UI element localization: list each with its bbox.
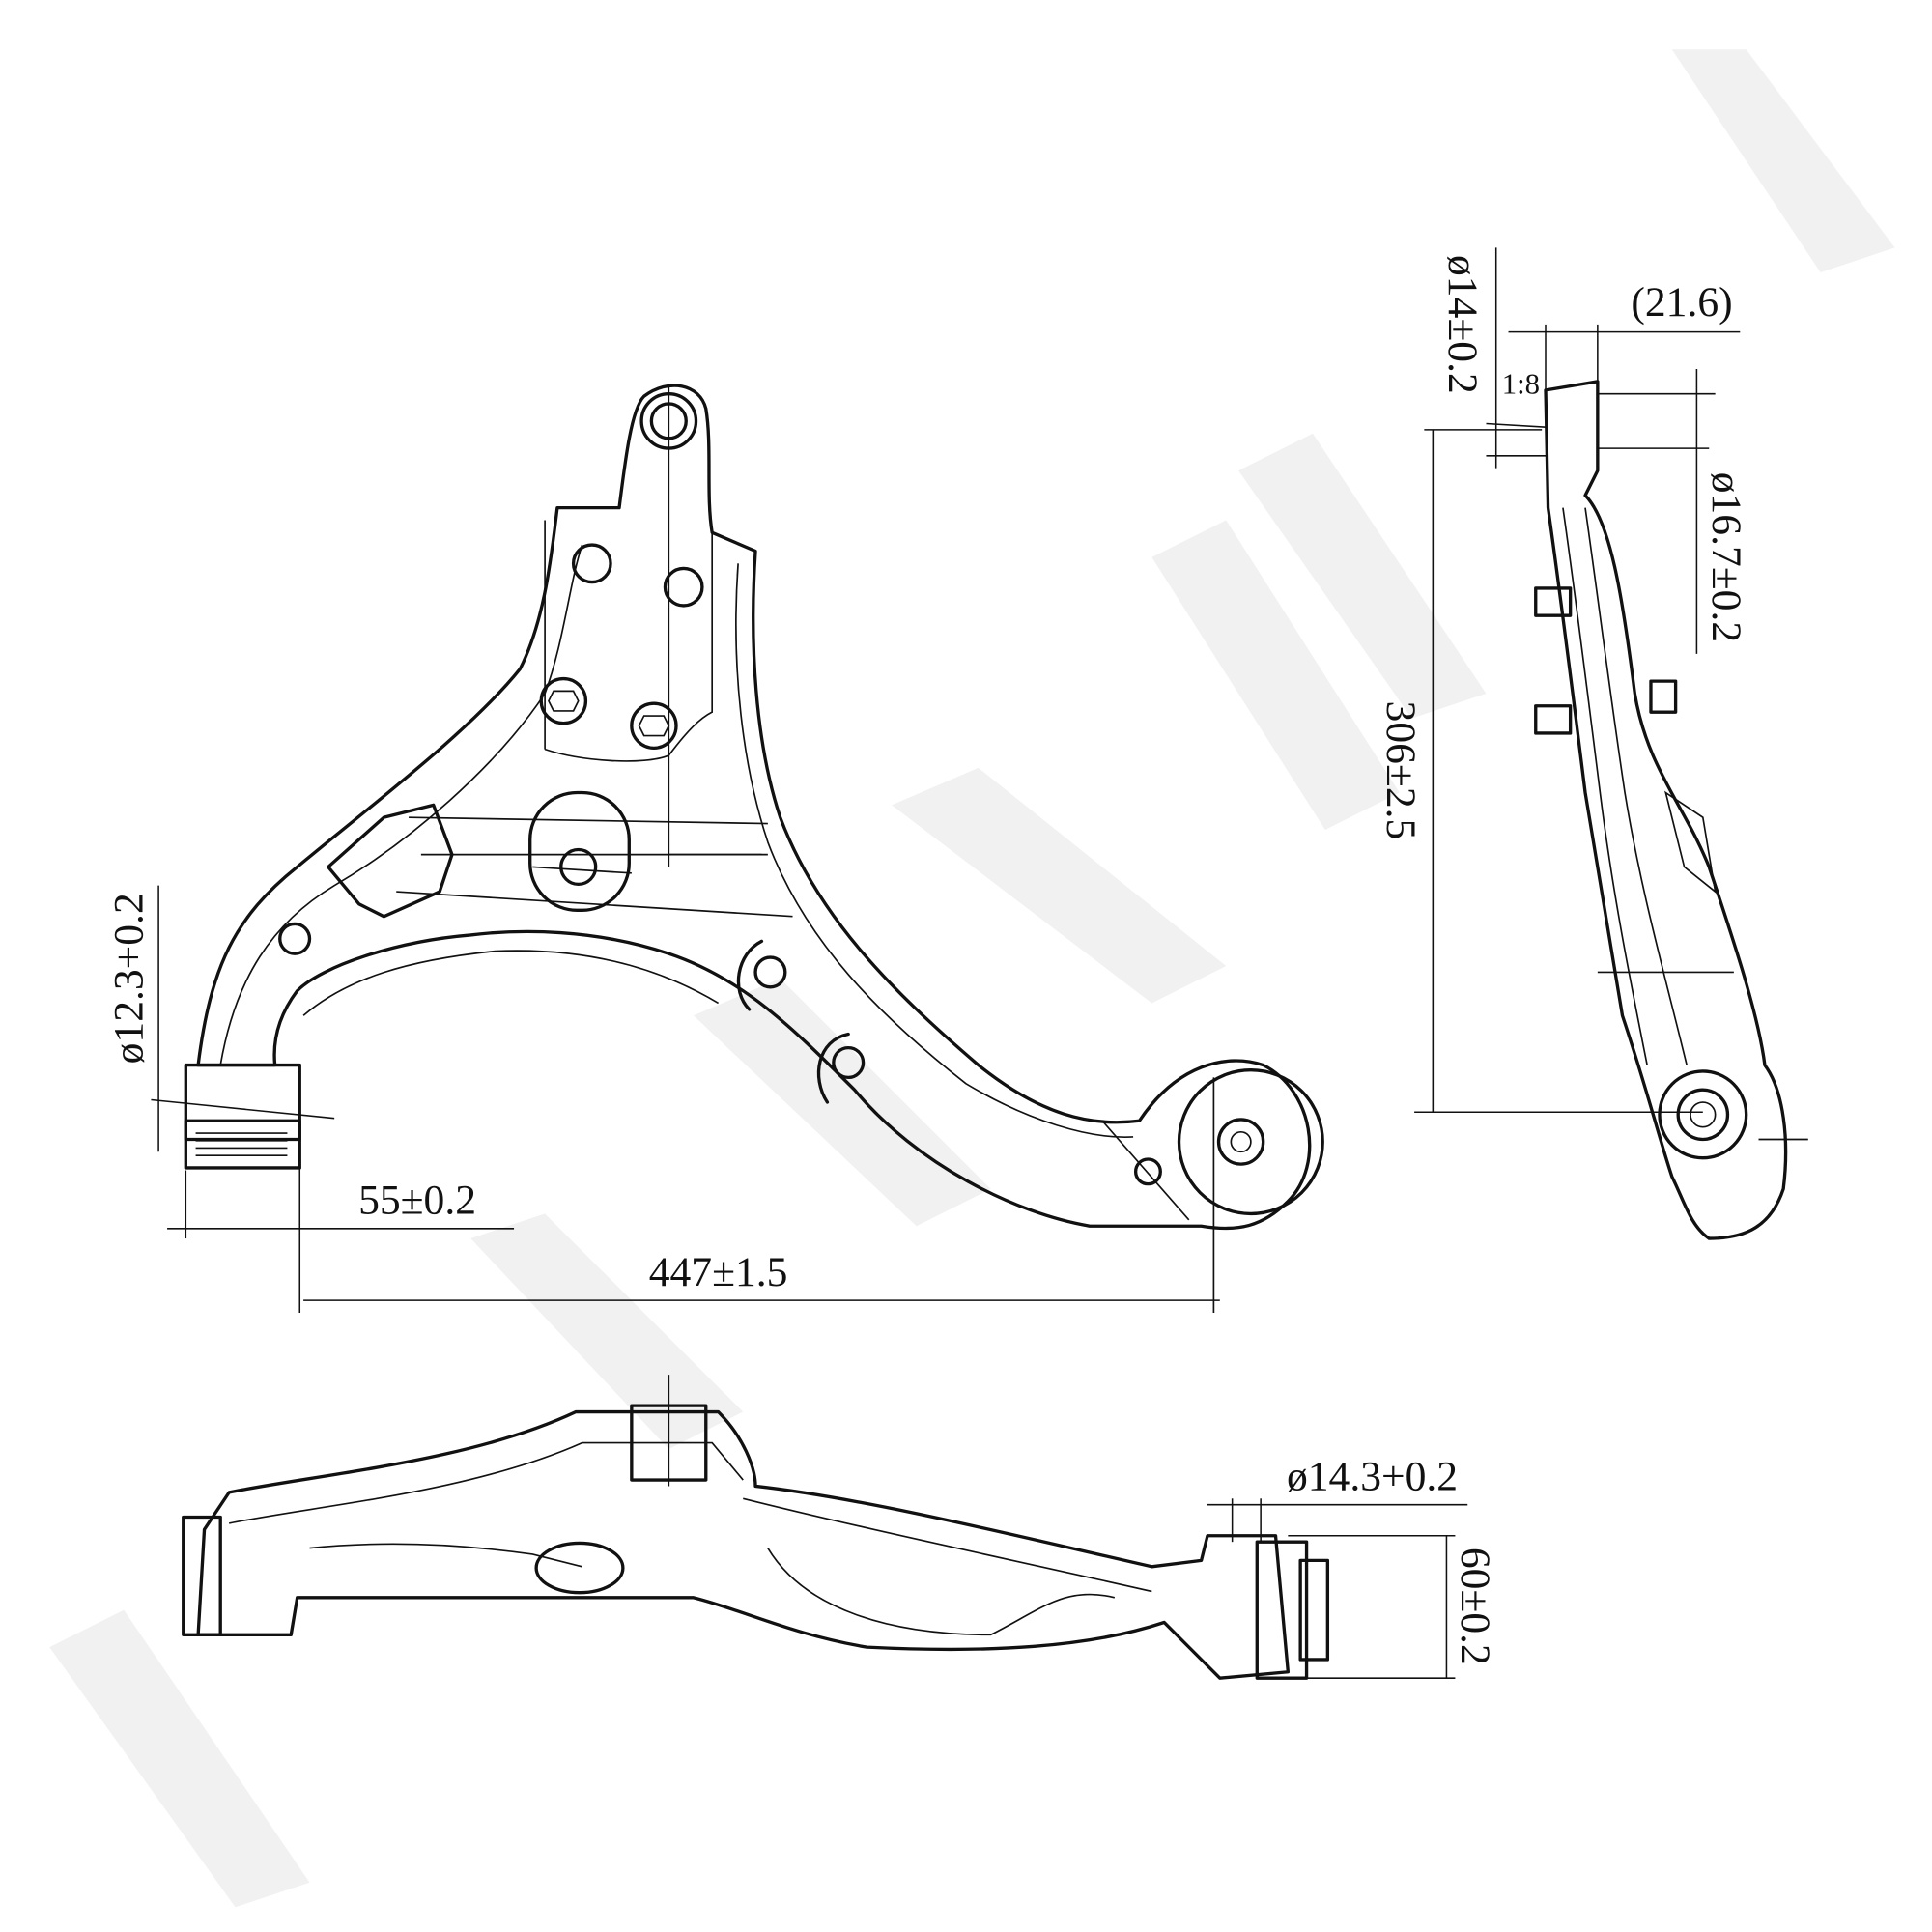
- dim-ball-joint-taper-diameter: ø16.7±0.2: [1703, 472, 1749, 642]
- top-view: [184, 384, 1324, 1313]
- dim-rear-bushing-length: 60±0.2: [1452, 1548, 1498, 1665]
- dim-left-offset: 55±0.2: [358, 1177, 476, 1223]
- dim-rear-bushing-diameter: ø14.3+0.2: [1287, 1453, 1458, 1499]
- dim-overall-height: 306±2.5: [1378, 701, 1424, 840]
- dim-ball-joint-stud-diameter: ø14±0.2: [1439, 255, 1486, 394]
- dim-ball-joint-width: (21.6): [1631, 279, 1732, 326]
- bushing-hatch: [195, 1132, 288, 1156]
- watermark: [49, 49, 1895, 1908]
- side-view: [1534, 380, 1808, 1240]
- dimensions-top-view: ø12.3+0.2 55±0.2 447±1.5: [105, 885, 1220, 1313]
- dimensions-side-view: ø14±0.2 (21.6) 1:8 ø16.7±0.2 306±2.5: [1378, 247, 1749, 1114]
- front-view: [182, 1375, 1330, 1680]
- dim-left-bushing-diameter: ø12.3+0.2: [105, 893, 152, 1064]
- dimensions-front-view: ø14.3+0.2 60±0.2: [1208, 1453, 1498, 1679]
- dim-overall-length: 447±1.5: [649, 1249, 788, 1295]
- dim-taper: 1:8: [1502, 368, 1540, 401]
